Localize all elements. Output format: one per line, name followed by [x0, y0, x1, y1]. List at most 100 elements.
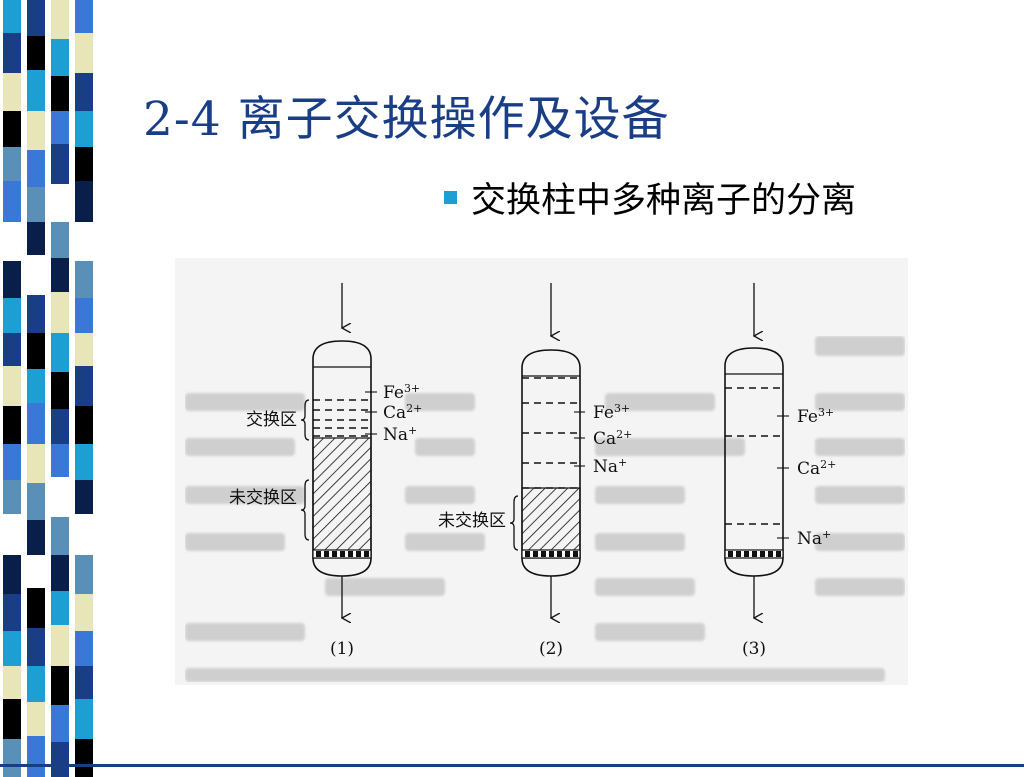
strip-cell	[27, 444, 45, 483]
strip-cell	[3, 406, 21, 444]
column-caption: (2)	[539, 639, 563, 659]
strip-cell	[75, 514, 93, 555]
strip-cell	[51, 184, 69, 222]
support-hole	[573, 551, 578, 557]
support-hole	[728, 551, 733, 557]
strip-column	[51, 0, 69, 777]
support-hole	[760, 551, 765, 557]
strip-cell	[51, 0, 69, 39]
strip-cell	[3, 73, 21, 111]
strip-cell	[51, 333, 69, 372]
strip-cell	[27, 295, 45, 333]
strip-cell	[51, 666, 69, 705]
figure-background	[175, 258, 908, 685]
support-hole	[541, 551, 546, 557]
strip-cell	[3, 222, 21, 261]
strip-cell	[3, 111, 21, 147]
strip-cell	[51, 372, 69, 409]
strip-cell	[51, 111, 69, 144]
ion-label: Ca2+	[797, 458, 836, 480]
column-shell	[312, 340, 372, 558]
unexchanged-zone	[312, 437, 372, 559]
strip-cell	[51, 409, 69, 444]
strip-cell	[75, 181, 93, 222]
strip-cell	[27, 520, 45, 555]
bullet-text: 交换柱中多种离子的分离	[471, 181, 857, 221]
strip-cell	[75, 261, 93, 298]
strip-cell	[51, 742, 69, 777]
support-hole	[557, 551, 562, 557]
strip-cell	[75, 0, 93, 33]
support-hole	[533, 551, 538, 557]
strip-cell	[51, 144, 69, 184]
support-hole	[316, 551, 321, 557]
strip-cell	[27, 222, 45, 255]
columns-layer: (1)Fe3+Ca2+Na+交换区未交换区(2)Fe3+Ca2+Na+未交换区(…	[229, 283, 836, 659]
support-hole	[744, 551, 749, 557]
zone-brace	[300, 479, 310, 541]
strip-cell	[3, 631, 21, 666]
zone-label: 交换区	[246, 410, 297, 430]
slide-title: 2-4 离子交换操作及设备	[143, 92, 670, 147]
column-shell	[724, 347, 784, 558]
column-caption: (3)	[742, 639, 766, 659]
ion-label: Fe3+	[593, 402, 630, 424]
zone-brace	[509, 495, 519, 551]
strip-cell	[75, 594, 93, 631]
strip-cell	[51, 625, 69, 666]
column-caption: (1)	[330, 639, 354, 659]
strip-cell	[75, 111, 93, 147]
ion-label: Fe3+	[797, 406, 834, 428]
support-hole	[340, 551, 345, 557]
strip-cell	[27, 403, 45, 444]
unexchanged-zone	[521, 487, 581, 559]
support-hole	[768, 551, 773, 557]
strip-cell	[51, 39, 69, 76]
strip-cell	[3, 366, 21, 406]
strip-cell	[27, 0, 45, 36]
strip-cell	[75, 666, 93, 699]
ion-label: Na+	[593, 456, 627, 478]
strip-cell	[3, 333, 21, 366]
strip-cell	[27, 588, 45, 628]
strip-cell	[3, 480, 21, 514]
strip-cell	[51, 477, 69, 517]
strip-cell	[27, 150, 45, 187]
strip-cell	[27, 36, 45, 70]
footer-rule	[0, 764, 1024, 767]
strip-cell	[51, 555, 69, 591]
strip-cell	[3, 514, 21, 555]
strip-cell	[75, 480, 93, 514]
column-shell	[521, 349, 581, 558]
strip-cell	[75, 147, 93, 181]
strip-cell	[3, 33, 21, 73]
strip-cell	[75, 33, 93, 73]
strip-column	[75, 0, 93, 777]
strip-cell	[75, 444, 93, 480]
support-hole	[348, 551, 353, 557]
bullet-square-icon	[444, 191, 457, 204]
strip-cell	[27, 255, 45, 295]
strip-cell	[75, 699, 93, 739]
strip-cell	[75, 406, 93, 444]
ion-label: Na+	[797, 528, 831, 550]
support-hole	[776, 551, 781, 557]
strip-cell	[27, 70, 45, 111]
strip-column	[27, 0, 45, 777]
support-hole	[549, 551, 554, 557]
strip-cell	[3, 261, 21, 298]
strip-cell	[27, 369, 45, 403]
strip-cell	[27, 666, 45, 702]
strip-cell	[27, 187, 45, 222]
strip-cell	[27, 702, 45, 736]
strip-cell	[75, 298, 93, 333]
ion-label: Fe3+	[383, 382, 420, 404]
strip-cell	[3, 147, 21, 181]
scan-noise	[185, 336, 905, 682]
support-hole	[565, 551, 570, 557]
strip-cell	[3, 739, 21, 777]
strip-cell	[27, 483, 45, 520]
strip-cell	[51, 444, 69, 477]
ion-label: Na+	[383, 424, 417, 446]
support-hole	[356, 551, 361, 557]
